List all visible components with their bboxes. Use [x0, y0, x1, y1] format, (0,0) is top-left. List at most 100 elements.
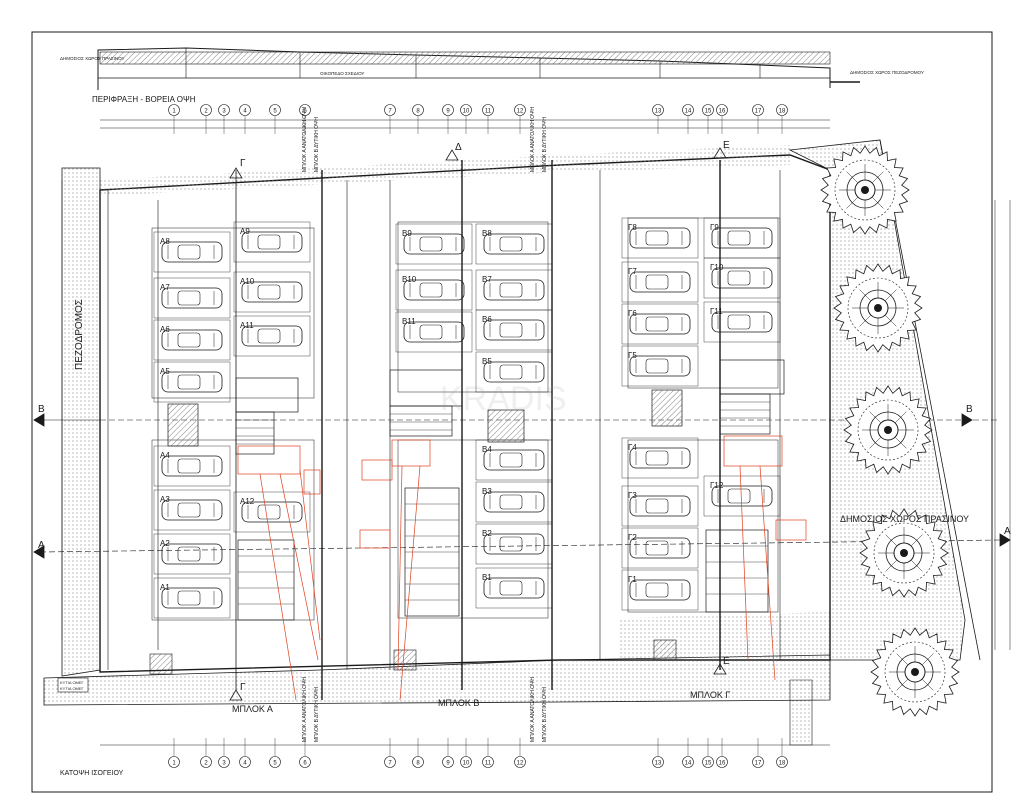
parking-space-label: Γ11 [710, 307, 723, 316]
axis-label: 14 [685, 761, 692, 767]
axis-bubble-top-3: 3 [218, 104, 230, 134]
parking-space-label: Γ3 [628, 491, 637, 500]
parking-space-A10: A10 [233, 271, 311, 313]
axis-bubble-bottom-3: 3 [218, 738, 230, 768]
parking-space-label: Γ7 [628, 267, 637, 276]
axis-bubble-top-13: 13 [652, 104, 664, 134]
axis-label: 8 [416, 761, 420, 767]
tree-icon [870, 627, 960, 717]
parking-space-A2: A2 [153, 533, 231, 575]
parking-space-label: A11 [240, 321, 254, 330]
axis-bubble-bottom-13: 13 [652, 738, 664, 768]
axis-bubble-top-1: 1 [168, 104, 180, 134]
meter-boxes: ΚΥΤΙΑ ΟΜΕΓ ΚΥΤΙΑ ΟΜΕΓ [57, 639, 677, 693]
view-label-west-3: ΜΠΛΟΚ Β ΔΥΤΙΚΗ ΟΨΗ [314, 687, 320, 742]
parking-space-label: A12 [240, 497, 255, 506]
block-label-c: ΜΠΛΟΚ Γ [690, 690, 730, 700]
axis-label: 5 [273, 761, 277, 767]
axis-label: 6 [303, 761, 307, 767]
parking-space-label: Γ9 [710, 223, 719, 232]
axis-bubble-bottom-9: 9 [442, 738, 454, 768]
parking-space-A3: A3 [153, 489, 231, 531]
parking-space-label: A1 [160, 583, 170, 592]
plan-title: ΚΑΤΟΨΗ ΙΣΟΓΕΙΟΥ [60, 770, 124, 777]
axis-bubble-bottom-17: 17 [752, 738, 764, 768]
parking-space-B11: B11 [395, 311, 473, 353]
axis-label: 16 [719, 761, 726, 767]
axis-bubble-bottom-7: 7 [384, 738, 396, 768]
axis-bubble-top-2: 2 [200, 104, 212, 134]
axis-label: 3 [222, 761, 226, 767]
parking-space-label: Γ6 [628, 309, 637, 318]
axis-bubble-top-8: 8 [412, 104, 424, 134]
axis-label: 14 [685, 109, 692, 115]
axis-label: 3 [222, 109, 226, 115]
parking-space-A12: A12 [233, 491, 311, 533]
axis-bubble-bottom-4: 4 [239, 738, 251, 768]
parking-space-Γ6: Γ6 [621, 303, 699, 345]
axis-bubble-top-9: 9 [442, 104, 454, 134]
tree-icon [820, 145, 910, 235]
block-label-a: ΜΠΛΟΚ Α [232, 704, 273, 714]
parking-space-label: B4 [482, 445, 492, 454]
axis-bubble-bottom-1: 1 [168, 738, 180, 768]
parking-space-label: B2 [482, 529, 492, 538]
parking-space-B8: B8 [475, 223, 553, 265]
parking-space-B6: B6 [475, 309, 553, 351]
parking-space-label: B9 [402, 229, 412, 238]
view-label-west-4: ΜΠΛΟΚ Β ΔΥΤΙΚΗ ΟΨΗ [542, 687, 548, 742]
parking-space-A6: A6 [153, 319, 231, 361]
trees [820, 145, 960, 717]
north-elevation: ΔΗΜΟΣΙΟΣ ΧΩΡΟΣ ΠΡΑΣΙΝΟΥ ΟΙΚΟΠΕΔΟ ΣΧΕΔΙΟΥ… [60, 47, 924, 90]
parking-space-B10: B10 [395, 269, 473, 311]
axis-label: 6 [303, 109, 307, 115]
parking-space-A5: A5 [153, 361, 231, 403]
parking-space-B3: B3 [475, 481, 553, 523]
parking-space-Γ4: Γ4 [621, 437, 699, 479]
section-mark-beta-right: Β [966, 404, 973, 415]
axis-bubble-bottom-15: 15 [702, 738, 714, 768]
axis-label: 16 [719, 109, 726, 115]
axis-label: 4 [243, 109, 247, 115]
footpath-label: ΠΕΖΟΔΡΟΜΟΣ [74, 299, 85, 370]
axis-label: 4 [243, 761, 247, 767]
axis-label: 9 [446, 109, 450, 115]
axis-label: 7 [388, 761, 392, 767]
axis-label: 1 [172, 109, 176, 115]
axis-label: 5 [273, 109, 277, 115]
parking-space-B2: B2 [475, 523, 553, 565]
section-mark-delta: Δ [455, 142, 462, 153]
axis-label: 2 [204, 109, 208, 115]
tree-icon [859, 508, 949, 598]
axis-label: 1 [172, 761, 176, 767]
parking-space-B4: B4 [475, 439, 553, 481]
parking-space-Γ1: Γ1 [621, 569, 699, 611]
parking-space-Γ9: Γ9 [703, 217, 781, 259]
parking-space-label: A6 [160, 325, 170, 334]
axis-bubble-top-4: 4 [239, 104, 251, 134]
parking-space-label: B8 [482, 229, 492, 238]
watermark: KRADIS [440, 380, 567, 418]
axis-bubble-bottom-6: 6 [299, 738, 311, 768]
section-mark-beta-left: Β [38, 404, 45, 415]
parking-space-label: Γ2 [628, 533, 637, 542]
axis-bubble-top-6: 6 [299, 104, 311, 134]
elevation-title: ΠΕΡΙΦΡΑΞΗ - ΒΟΡΕΙΑ ΟΨΗ [92, 95, 196, 104]
parking-space-label: B7 [482, 275, 492, 284]
axis-bubble-top-16: 16 [716, 104, 728, 134]
parking-space-A1: A1 [153, 577, 231, 619]
axis-bubble-top-10: 10 [460, 104, 472, 134]
view-label-east-3: ΜΠΛΟΚ Α ΑΝΑΤΟΛΙΚΗ ΟΨΗ [302, 677, 308, 742]
parking-space-B9: B9 [395, 223, 473, 265]
view-label-east-2: ΜΠΛΟΚ Α ΑΝΑΤΟΛΙΚΗ ΟΨΗ [530, 107, 536, 172]
section-mark-epsilon-bottom: Ε [723, 656, 730, 667]
elevation-label-mid: ΟΙΚΟΠΕΔΟ ΣΧΕΔΙΟΥ [320, 71, 364, 76]
parking-zones [151, 217, 779, 621]
axis-bubble-top-12: 12 [514, 104, 526, 134]
axis-bubble-top-15: 15 [702, 104, 714, 134]
parking-space-A9: A9 [233, 221, 311, 263]
parking-space-label: Γ10 [710, 263, 724, 272]
section-mark-gamma-top: Γ [240, 158, 246, 169]
axis-label: 8 [416, 109, 420, 115]
